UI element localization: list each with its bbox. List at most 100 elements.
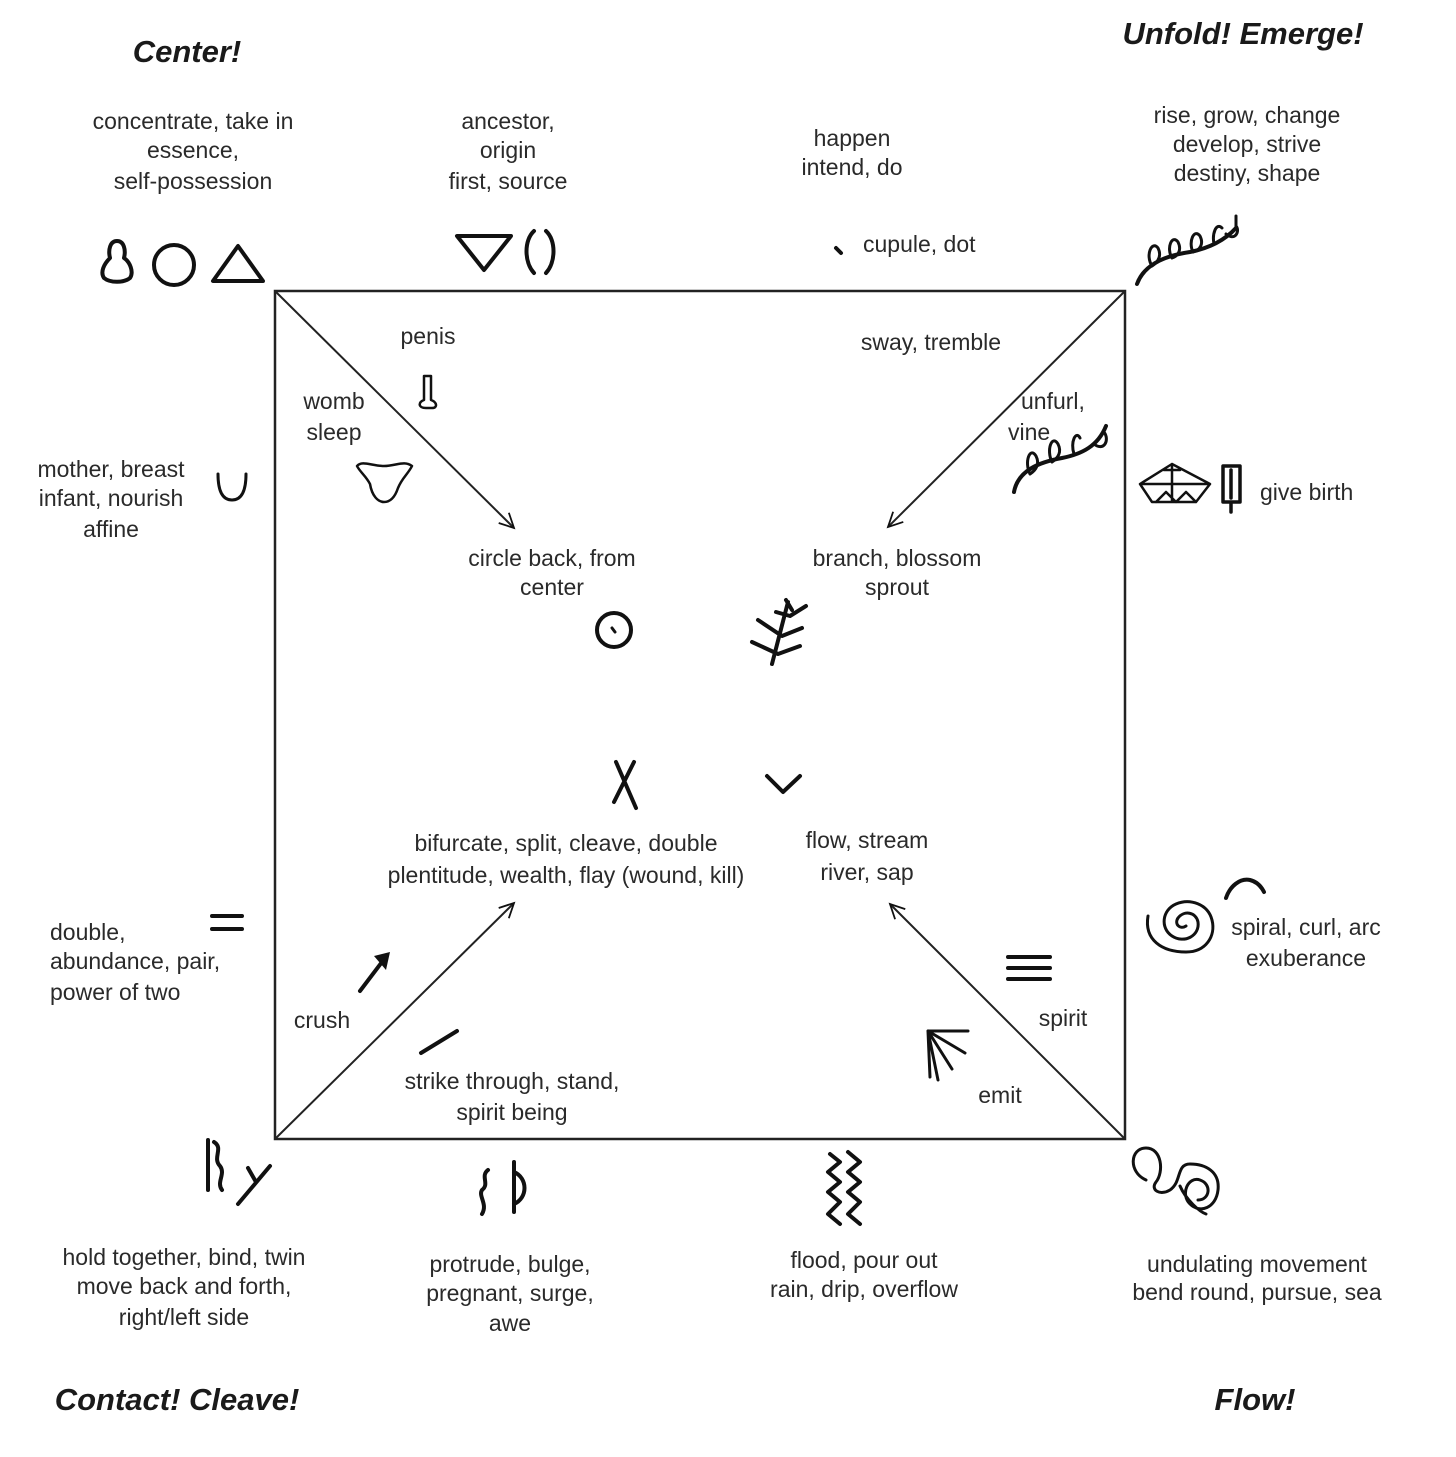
label-line: essence, — [147, 137, 239, 163]
label-line: circle back, from — [468, 545, 635, 571]
label-undulating: undulating movement bend round, pursue, … — [1132, 1251, 1382, 1305]
spiral-icon — [1145, 877, 1266, 954]
arrow-top-left-inward — [274, 290, 514, 528]
breast-cup-icon — [216, 472, 248, 502]
inverted-triangle-icon — [455, 234, 513, 272]
label-line: affine — [83, 516, 139, 542]
label-mother: mother, breast infant, nourish affine — [37, 456, 185, 542]
label-line: mother, breast — [37, 456, 185, 482]
label-line: river, sap — [820, 859, 913, 885]
label-circle-back: circle back, from center — [468, 545, 635, 600]
label-unfurl: unfurl, vine — [1008, 388, 1085, 445]
label-line: develop, strive — [1173, 131, 1321, 157]
label-line: spiral, curl, arc — [1231, 914, 1381, 940]
label-flow-stream: flow, stream river, sap — [806, 827, 929, 885]
label-line: ancestor, — [461, 108, 554, 134]
label-line: pregnant, surge, — [426, 1280, 594, 1306]
arrow-bottom-left-inward — [274, 903, 514, 1140]
label-give-birth: give birth — [1260, 479, 1353, 505]
label-line: branch, blossom — [813, 545, 982, 571]
bifurcate-x-icon — [612, 760, 638, 810]
label-line: power of two — [50, 979, 180, 1005]
label-spirit: spirit — [1039, 1005, 1088, 1031]
label-protrude: protrude, bulge, pregnant, surge, awe — [426, 1251, 594, 1336]
label-line: move back and forth, — [77, 1273, 292, 1299]
branch-sprout-icon — [750, 598, 808, 666]
label-cupule: cupule, dot — [863, 231, 976, 257]
label-womb: womb sleep — [302, 388, 364, 445]
penis-icon — [418, 374, 438, 410]
flow-v-icon — [765, 774, 802, 794]
strike-line-icon — [419, 1029, 459, 1055]
label-line: flow, stream — [806, 827, 929, 853]
label-line: right/left side — [119, 1304, 249, 1330]
crush-arrow-icon — [358, 952, 390, 993]
label-line: origin — [480, 137, 536, 163]
vine-unfurl-icon — [1012, 424, 1108, 494]
bell-seed-icon — [100, 239, 134, 284]
label-line: happen — [814, 125, 891, 151]
dot-icon — [834, 246, 843, 255]
label-line: abundance, pair, — [50, 948, 220, 974]
label-line: hold together, bind, twin — [63, 1244, 306, 1270]
bulge-icon — [479, 1160, 527, 1216]
label-line: exuberance — [1246, 945, 1366, 971]
label-line: womb — [302, 388, 364, 414]
label-line: strike through, stand, — [405, 1068, 620, 1094]
label-hold-together: hold together, bind, twin move back and … — [63, 1244, 306, 1330]
womb-icon — [355, 462, 414, 504]
label-emit: emit — [978, 1082, 1022, 1108]
label-line: first, source — [449, 168, 568, 194]
label-line: undulating movement — [1147, 1251, 1368, 1277]
circled-dot-icon — [595, 611, 633, 649]
undulating-loop-icon — [1131, 1146, 1220, 1216]
label-bifurcate: bifurcate, split, cleave, double plentit… — [388, 830, 745, 888]
label-rise: rise, grow, change develop, strive desti… — [1154, 102, 1341, 186]
double-lines-icon — [210, 914, 244, 931]
emit-rays-icon — [926, 1029, 970, 1082]
triple-lines-icon — [1006, 955, 1052, 981]
circle-icon — [152, 243, 196, 287]
label-branch: branch, blossom sprout — [813, 545, 982, 600]
label-line: rise, grow, change — [1154, 102, 1341, 128]
label-happen: happen intend, do — [801, 125, 902, 180]
flood-zigzag-icon — [826, 1150, 862, 1226]
label-line: concentrate, take in — [93, 108, 294, 134]
label-sway-tremble: sway, tremble — [861, 329, 1001, 355]
label-line: destiny, shape — [1174, 160, 1321, 186]
label-crush: crush — [294, 1007, 350, 1033]
heading-center: Center! — [133, 34, 242, 69]
label-line: plentitude, wealth, flay (wound, kill) — [388, 862, 745, 888]
label-ancestor: ancestor, origin first, source — [449, 108, 568, 194]
label-line: flood, pour out — [790, 1247, 938, 1273]
label-line: rain, drip, overflow — [770, 1276, 958, 1302]
label-penis: penis — [401, 323, 456, 349]
heading-unfold-emerge: Unfold! Emerge! — [1122, 16, 1363, 51]
label-double: double, abundance, pair, power of two — [50, 919, 220, 1005]
label-line: unfurl, — [1021, 388, 1085, 414]
pillar-icon — [1221, 464, 1242, 514]
label-flood: flood, pour out rain, drip, overflow — [770, 1247, 958, 1302]
vine-branch-icon — [1135, 214, 1240, 286]
label-line: self-possession — [114, 168, 273, 194]
label-line: spirit being — [456, 1099, 567, 1125]
label-line: double, — [50, 919, 125, 945]
label-line: bifurcate, split, cleave, double — [414, 830, 717, 856]
parentheses-oval-icon — [524, 229, 556, 275]
heading-flow: Flow! — [1215, 1382, 1296, 1417]
bind-twin-icon — [206, 1138, 272, 1206]
arrow-bottom-right-inward — [890, 904, 1126, 1140]
label-line: center — [520, 574, 584, 600]
label-line: bend round, pursue, sea — [1132, 1279, 1382, 1305]
arrow-top-right-inward — [888, 290, 1126, 527]
birth-house-icon — [1138, 462, 1212, 504]
label-strike: strike through, stand, spirit being — [405, 1068, 620, 1125]
label-line: protrude, bulge, — [429, 1251, 590, 1277]
label-line: sprout — [865, 574, 930, 600]
label-concentrate: concentrate, take in essence, self-posse… — [93, 108, 294, 194]
label-line: sleep — [307, 419, 362, 445]
label-line: infant, nourish — [39, 485, 183, 511]
label-line: vine — [1008, 419, 1050, 445]
label-line: awe — [489, 1310, 531, 1336]
